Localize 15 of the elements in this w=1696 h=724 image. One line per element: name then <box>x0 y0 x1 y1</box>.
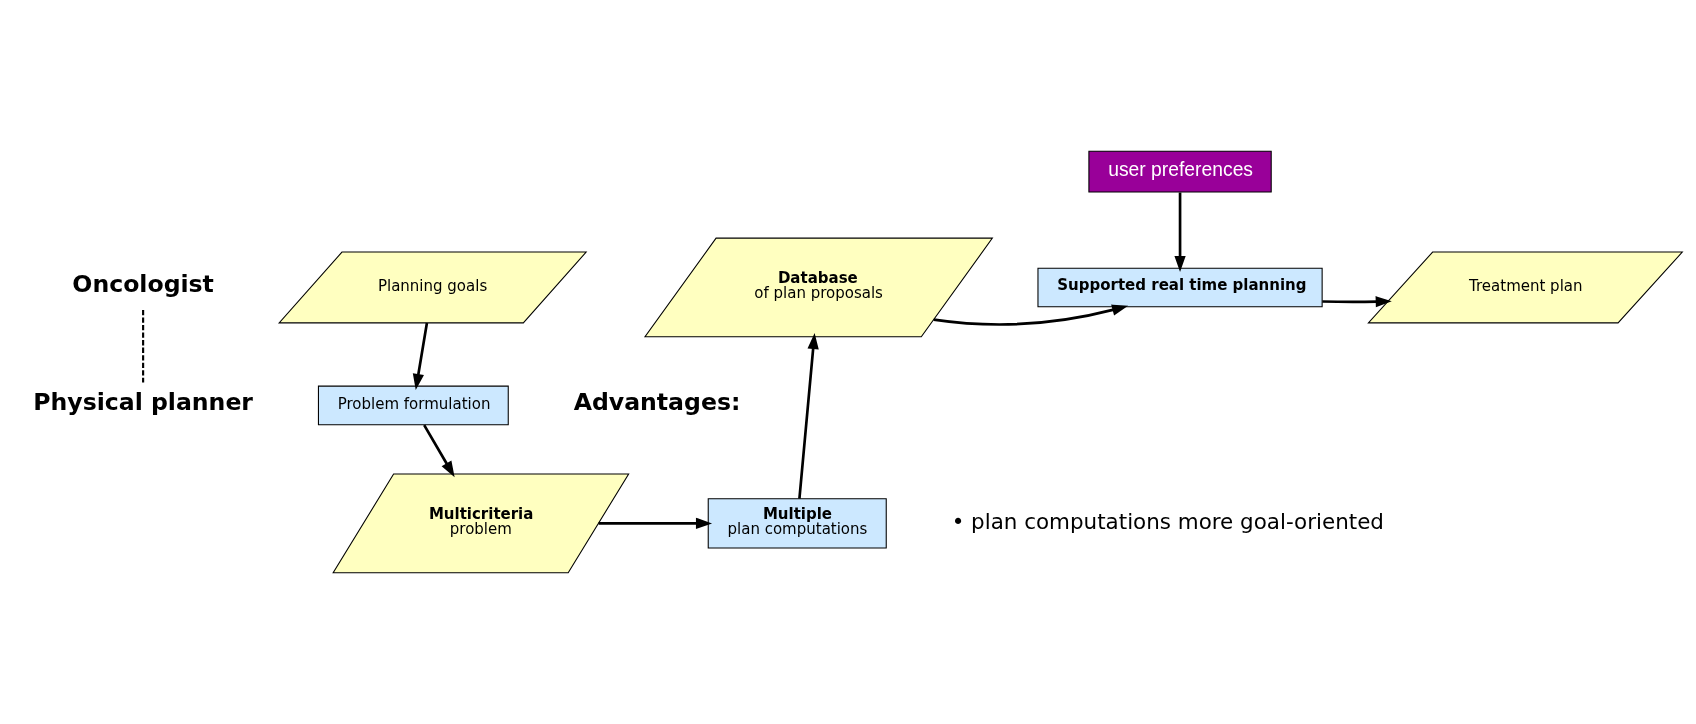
label: Advantages: <box>573 388 741 417</box>
arrow <box>933 304 1129 326</box>
label: • plan computations more goal-oriented <box>951 508 1384 534</box>
arrow <box>1174 192 1186 272</box>
node-box: Supported real time planning <box>1037 267 1323 308</box>
label: Physical planner <box>33 388 254 417</box>
arrow <box>798 332 819 499</box>
arrow <box>1322 296 1392 308</box>
arrow <box>412 322 429 390</box>
label: Oncologist <box>72 270 214 299</box>
node-box: user preferences <box>1088 150 1272 193</box>
arrow <box>423 424 455 478</box>
node-box: Multiple plan computations <box>707 498 887 549</box>
arrow <box>598 517 713 530</box>
node-box: Problem formulation <box>317 385 509 426</box>
